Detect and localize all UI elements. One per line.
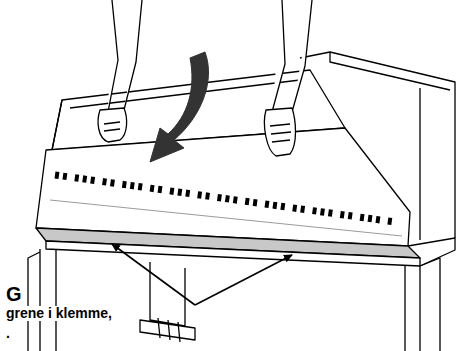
warning-text: grene i klemme,	[4, 306, 114, 321]
warning-text: G	[4, 283, 24, 305]
warning-text: .	[4, 326, 12, 341]
